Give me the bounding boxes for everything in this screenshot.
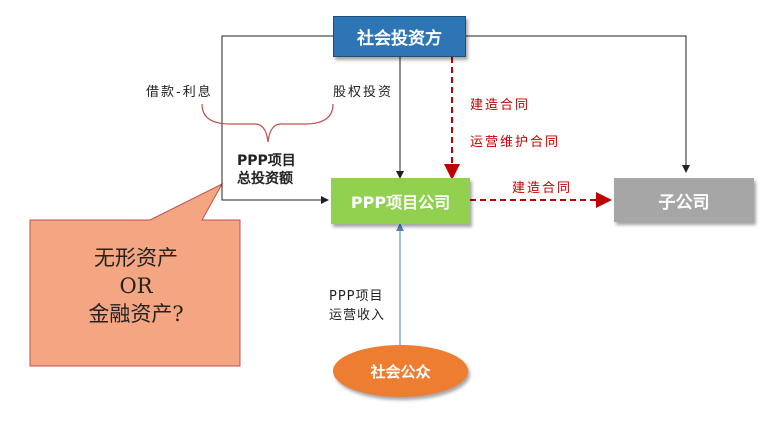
investment-brace	[201, 103, 334, 143]
revenue-label-2: 运营收入	[329, 308, 386, 323]
public-node: 社会公众	[333, 345, 468, 397]
construction-contract-label-1: 建造合同	[470, 98, 531, 113]
investor-subsidiary-arrow	[466, 35, 690, 173]
subsidiary-node: 子公司	[614, 178, 754, 222]
equity-label: 股权投资	[333, 85, 394, 100]
callout-line-financial: 金融资产?	[88, 302, 184, 326]
callout-shape	[29, 182, 241, 367]
investor-node: 社会投资方	[333, 16, 466, 57]
callout-line-intangible: 无形资产	[94, 246, 178, 270]
total-investment-label-1: PPP项目	[237, 153, 296, 169]
loan-connector	[221, 35, 333, 204]
ppp-company-node: PPP项目公司	[331, 178, 470, 224]
revenue-label-1: PPP项目	[329, 289, 384, 304]
om-contract-label: 运营维护合同	[470, 135, 561, 150]
loan-interest-label: 借款-利息	[146, 85, 213, 100]
construction-contract-label-2: 建造合同	[512, 181, 573, 196]
callout-line-or: OR	[119, 274, 153, 298]
callout-text: 无形资产 OR 金融资产?	[30, 244, 242, 328]
total-investment-label-2: 总投资额	[237, 171, 293, 187]
